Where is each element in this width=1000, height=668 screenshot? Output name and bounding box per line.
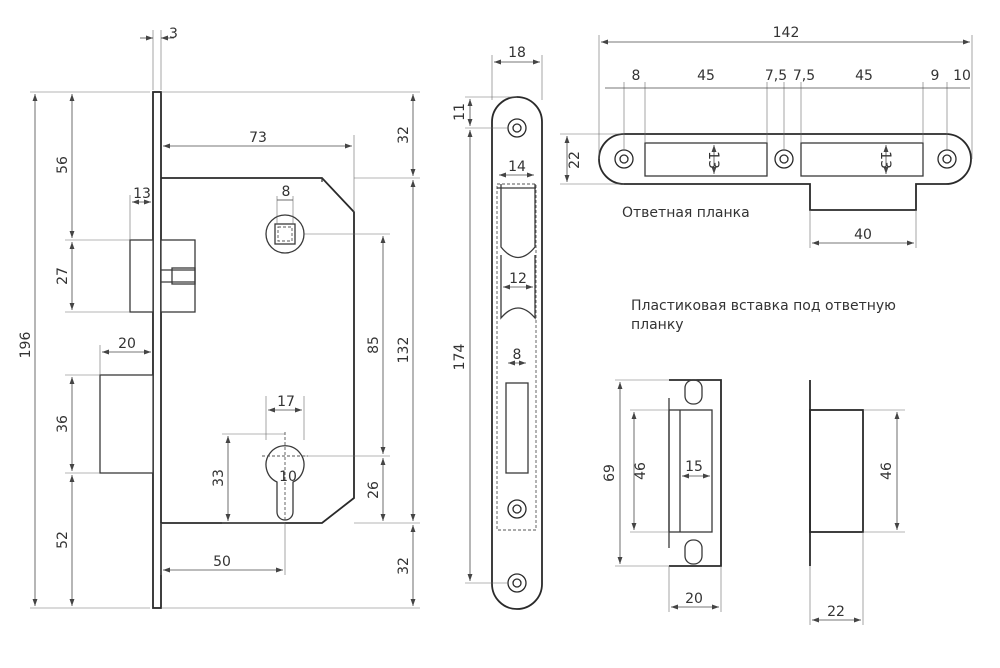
lock-body-view: 3 196 56 27 36 52 13 20 73 8 17 10 33 50… <box>18 26 420 609</box>
dim-text-strike-window-left: 45 <box>697 68 715 84</box>
dim-text-bolt-window: 8 <box>513 347 522 363</box>
dim-text-strike-edge-left: 8 <box>632 68 641 84</box>
plastic-insert-side-view: 46 22 <box>809 380 905 625</box>
dim-text-strike-window-height-right: 13 <box>877 151 893 169</box>
faceplate-view: 18 11 174 14 12 8 <box>452 45 543 610</box>
dim-text-side-height: 46 <box>879 462 895 480</box>
insert-side-outline <box>809 409 864 533</box>
insert-slot-bottom <box>684 539 703 565</box>
dim-text-insert-inner-height: 46 <box>633 462 649 480</box>
dim-text-bolt-height: 36 <box>55 415 71 433</box>
dim-text-latch-projection: 13 <box>133 186 151 202</box>
latch-bolt <box>129 239 196 313</box>
dim-text-insert-width: 20 <box>685 591 703 607</box>
dim-text-faceplate-width: 18 <box>508 45 526 61</box>
dim-text-strike-gap-right: 7,5 <box>793 68 815 84</box>
plastic-insert-label: Пластиковая вставка под ответную планку <box>631 298 896 333</box>
dim-text-cylinder-lower: 10 <box>279 469 297 485</box>
dim-text-strike-gap-left: 7,5 <box>765 68 787 84</box>
dim-text-strike-height: 22 <box>567 151 583 169</box>
dim-text-latch-width: 12 <box>509 271 527 287</box>
dim-text-cylinder-span: 33 <box>211 469 227 487</box>
dim-text-strike-lip: 40 <box>854 227 872 243</box>
dim-text-faceplate-length: 174 <box>452 344 468 371</box>
dim-text-strike-end-right: 10 <box>953 68 971 84</box>
dim-text-bottom-offset: 52 <box>55 531 71 549</box>
plastic-insert-front-view: 69 46 15 20 <box>602 379 722 612</box>
dim-text-latch-window: 14 <box>508 159 526 175</box>
strike-plate-label: Ответная планка <box>622 205 750 221</box>
dim-text-spindle-to-cylinder: 85 <box>366 336 382 354</box>
dim-text-strike-total: 142 <box>773 25 800 41</box>
insert-slot-top <box>684 379 703 405</box>
strike-plate-view: 142 8 45 7,5 7,5 45 9 10 22 13 13 40 <box>560 25 973 248</box>
dim-text-bolt-projection: 20 <box>118 336 136 352</box>
dim-text-strike-edge-right: 9 <box>931 68 940 84</box>
latch-window <box>496 183 537 531</box>
dim-text-faceplate-thickness: 3 <box>169 26 178 42</box>
latch-window-shape <box>500 184 536 320</box>
lock-case-outline <box>161 177 355 524</box>
strike-window-left <box>644 142 768 177</box>
bolt-window <box>505 382 529 474</box>
dim-text-side-depth: 22 <box>827 604 845 620</box>
dim-text-cylinder-width: 17 <box>277 394 295 410</box>
lock-faceplate-strip <box>152 91 162 609</box>
dim-text-insert-height: 69 <box>602 464 618 482</box>
spindle-hub <box>265 214 305 254</box>
dim-text-latch-height: 27 <box>55 267 71 285</box>
dim-text-cylinder-backset: 50 <box>213 554 231 570</box>
dim-text-total-height: 196 <box>18 332 34 359</box>
dim-text-top-margin: 32 <box>396 126 412 144</box>
dim-text-body-height: 132 <box>396 337 412 364</box>
dim-text-insert-inner-width: 15 <box>685 459 703 475</box>
dim-text-backset: 73 <box>249 130 267 146</box>
dim-text-screw-offset: 11 <box>452 103 468 121</box>
dead-bolt <box>99 374 154 474</box>
dim-text-cylinder-to-bottom: 26 <box>366 481 382 499</box>
dim-text-strike-window-right: 45 <box>855 68 873 84</box>
strike-window-right <box>800 142 924 177</box>
dim-text-top-offset: 56 <box>55 156 71 174</box>
dim-text-strike-window-height-left: 13 <box>705 151 721 169</box>
dim-text-bottom-margin: 32 <box>396 557 412 575</box>
dim-text-spindle-square: 8 <box>282 184 291 200</box>
